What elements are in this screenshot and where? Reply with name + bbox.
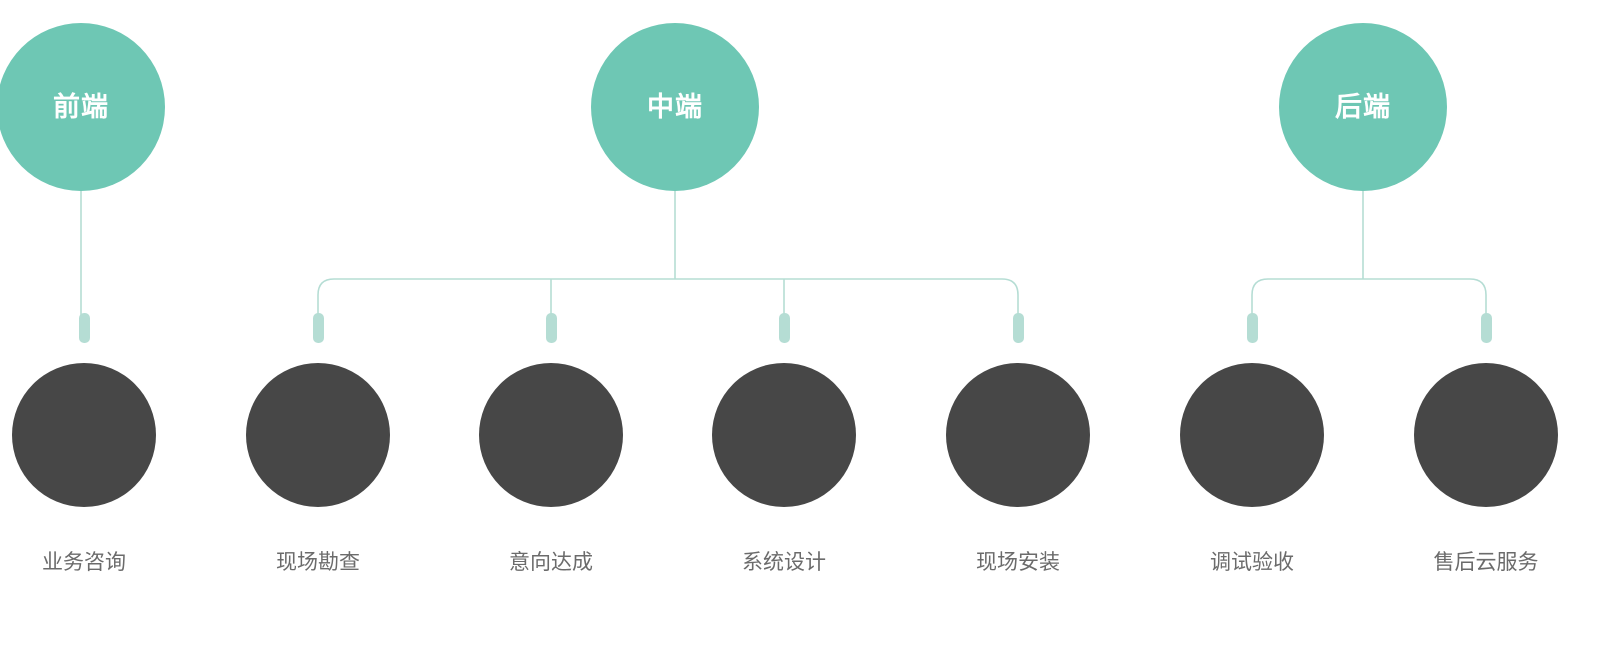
connector-nub-step-7 — [1480, 313, 1492, 343]
step-node-7[interactable] — [1414, 363, 1558, 507]
step-label-3: 意向达成 — [509, 551, 593, 574]
step-label-2: 现场勘查 — [276, 551, 360, 574]
step-label-6: 调试验收 — [1210, 551, 1294, 574]
step-label-1: 业务咨询 — [42, 551, 126, 574]
step-node-3[interactable] — [479, 363, 623, 507]
connector-nub-step-2 — [312, 313, 324, 343]
group-node-label: 中端 — [647, 91, 703, 122]
group-node-label: 前端 — [53, 91, 109, 122]
step-node-1[interactable] — [12, 363, 156, 507]
step-label-7: 售后云服务 — [1433, 551, 1539, 574]
group-node-back[interactable]: 后端 — [1279, 23, 1447, 191]
step-node-6[interactable] — [1180, 363, 1324, 507]
connector-nub-step-5 — [1012, 313, 1024, 343]
step-label-5: 现场安装 — [976, 551, 1060, 574]
connector-middle-bus — [317, 278, 1019, 317]
group-node-label: 后端 — [1335, 91, 1391, 122]
connector-nub-step-3 — [545, 313, 557, 343]
step-node-5[interactable] — [946, 363, 1090, 507]
step-node-4[interactable] — [712, 363, 856, 507]
connector-nub-step-4 — [778, 313, 790, 343]
group-node-front[interactable]: 前端 — [0, 23, 165, 191]
step-node-2[interactable] — [246, 363, 390, 507]
connector-nub-step-6 — [1246, 313, 1258, 343]
connector-nub-step-1 — [78, 313, 90, 343]
connector-back-bus — [1251, 278, 1487, 317]
group-node-middle[interactable]: 中端 — [591, 23, 759, 191]
step-label-4: 系统设计 — [742, 551, 826, 574]
